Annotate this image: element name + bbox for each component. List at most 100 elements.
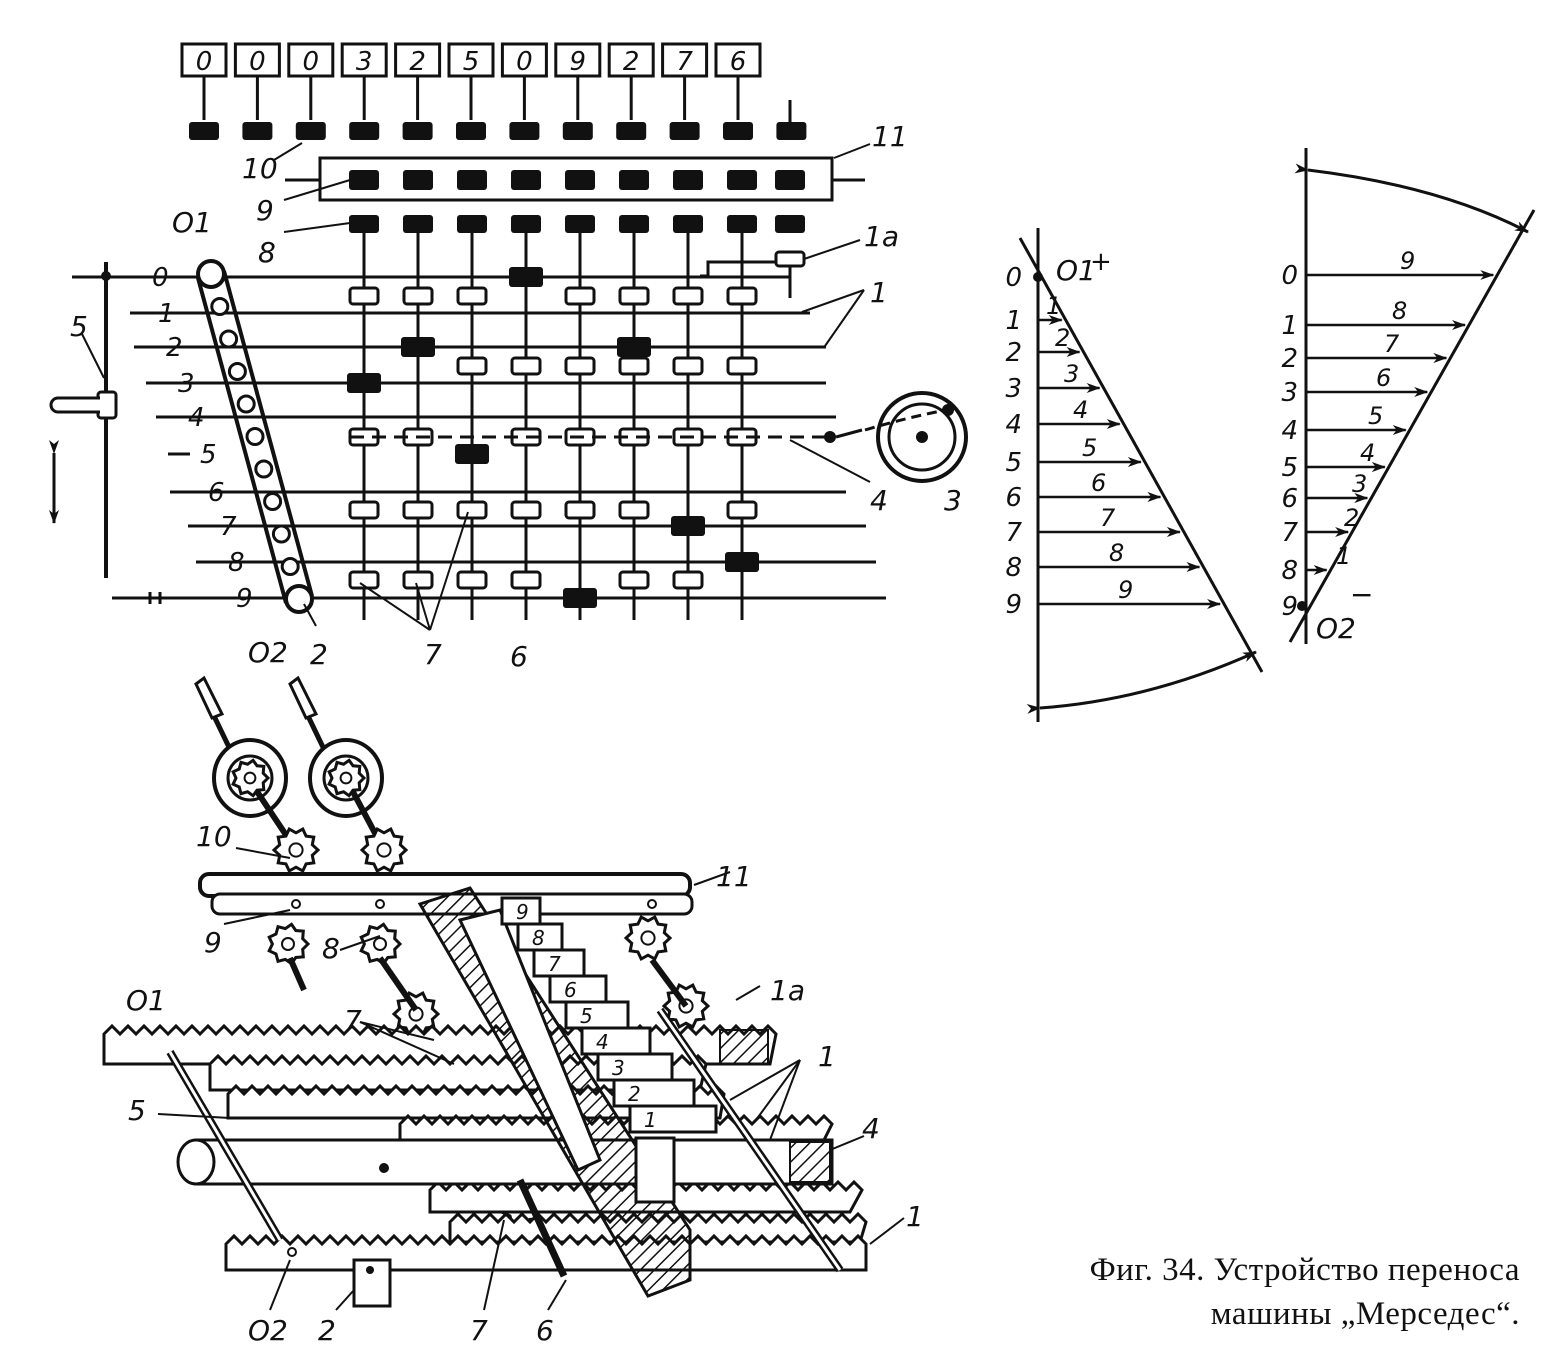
counter-box	[394, 42, 442, 78]
pinion-8	[619, 215, 649, 233]
minus-value-6: 6	[1376, 364, 1391, 392]
black-block	[509, 267, 543, 287]
plus-value-8: 8	[1109, 539, 1124, 567]
bar-hole	[236, 394, 256, 414]
step-cell	[516, 922, 564, 952]
white-block	[456, 500, 488, 520]
pinion-9	[775, 170, 805, 190]
minus-level-2: 2	[1281, 344, 1298, 374]
p-label-O2: O2	[248, 1314, 288, 1347]
shafts	[347, 233, 759, 620]
pinion-10	[616, 122, 647, 140]
plus-value-9: 9	[1118, 576, 1133, 604]
row-label-8: 8	[228, 548, 245, 578]
step-digit-9: 9	[516, 900, 529, 924]
row-label-7: 7	[220, 512, 237, 542]
counter-digit: 3	[356, 47, 373, 77]
plus-level-0: 0	[1005, 263, 1022, 293]
plus-value-1: 1	[1046, 292, 1061, 320]
pinion-row-9	[349, 170, 805, 190]
pinion-10	[189, 122, 219, 140]
pinion-8	[403, 215, 433, 233]
p-label-1: 1	[818, 1040, 836, 1073]
minus-sign: −	[1350, 578, 1373, 611]
plus-pivot-label: O1	[1056, 254, 1096, 287]
step-cell	[564, 1000, 630, 1030]
p-label-5: 5	[128, 1094, 146, 1127]
step-cell	[596, 1052, 674, 1082]
label-9: 9	[256, 194, 274, 227]
minus-level-8: 8	[1281, 556, 1298, 586]
inner-gear	[231, 758, 271, 798]
pinion-row-10	[189, 122, 807, 140]
label-4: 4	[870, 484, 888, 517]
leader-lines	[273, 142, 871, 631]
white-block	[564, 286, 596, 306]
slider-2	[352, 1258, 392, 1308]
pinion-8	[457, 215, 487, 233]
white-block	[510, 500, 542, 520]
p-label-11: 11	[716, 860, 752, 893]
step-digit-1: 1	[644, 1108, 657, 1132]
minus-value-5: 5	[1368, 402, 1383, 430]
pinion-10	[669, 122, 700, 140]
minus-value-4: 4	[1360, 439, 1375, 467]
plus-value-7: 7	[1100, 504, 1116, 532]
counter-digit: 9	[570, 47, 587, 77]
plus-sign: +	[1090, 247, 1112, 277]
p-label-6: 6	[536, 1314, 554, 1347]
step-digit-4: 4	[596, 1030, 609, 1054]
minus-level-4: 4	[1281, 416, 1298, 446]
label-O2: O2	[248, 636, 288, 669]
step-cell	[628, 1104, 718, 1134]
pinion-9	[511, 170, 541, 190]
black-block	[455, 444, 489, 464]
black-block	[671, 516, 705, 536]
tooth-racks	[72, 275, 886, 604]
step-cell	[548, 974, 608, 1004]
cam-3	[350, 391, 968, 483]
row-label-6: 6	[208, 478, 225, 508]
p-label-7a: 7	[344, 1004, 362, 1037]
bar-hole	[280, 557, 300, 576]
white-block	[348, 500, 380, 520]
pinion-10	[349, 122, 380, 140]
lever-5	[49, 262, 118, 578]
white-block	[726, 356, 758, 376]
white-block	[672, 286, 704, 306]
step-cell	[500, 896, 542, 926]
plus-value-5: 5	[1082, 434, 1097, 462]
label-8: 8	[258, 236, 276, 269]
minus-value-9: 9	[1400, 247, 1415, 275]
minus-level-6: 6	[1281, 484, 1298, 514]
plus-level-3: 3	[1005, 374, 1022, 404]
white-block	[726, 286, 758, 306]
white-block	[672, 356, 704, 376]
p-label-O1: O1	[126, 984, 166, 1017]
pinion-8	[727, 215, 757, 233]
row-label-4: 4	[188, 403, 205, 433]
plus-level-7: 7	[1005, 518, 1022, 548]
inner-gear	[327, 758, 367, 798]
caption-line-2: машины „Мерседес“.	[1210, 1296, 1520, 1332]
minus-level-5: 5	[1281, 453, 1298, 483]
pinion-9	[673, 170, 703, 190]
black-block	[347, 373, 381, 393]
label-O1: O1	[172, 206, 212, 239]
counter-digit: 0	[303, 47, 320, 77]
row-label-1: 1	[158, 299, 175, 329]
step-cell	[580, 1026, 652, 1056]
minus-level-7: 7	[1281, 518, 1298, 548]
bar-hole	[271, 524, 291, 544]
label-3: 3	[944, 484, 962, 517]
counter-box	[287, 42, 335, 78]
minus-value-7: 7	[1384, 330, 1400, 358]
counter-box	[447, 42, 495, 78]
plus-level-5: 5	[1005, 448, 1022, 478]
counter-digit: 7	[676, 47, 693, 77]
